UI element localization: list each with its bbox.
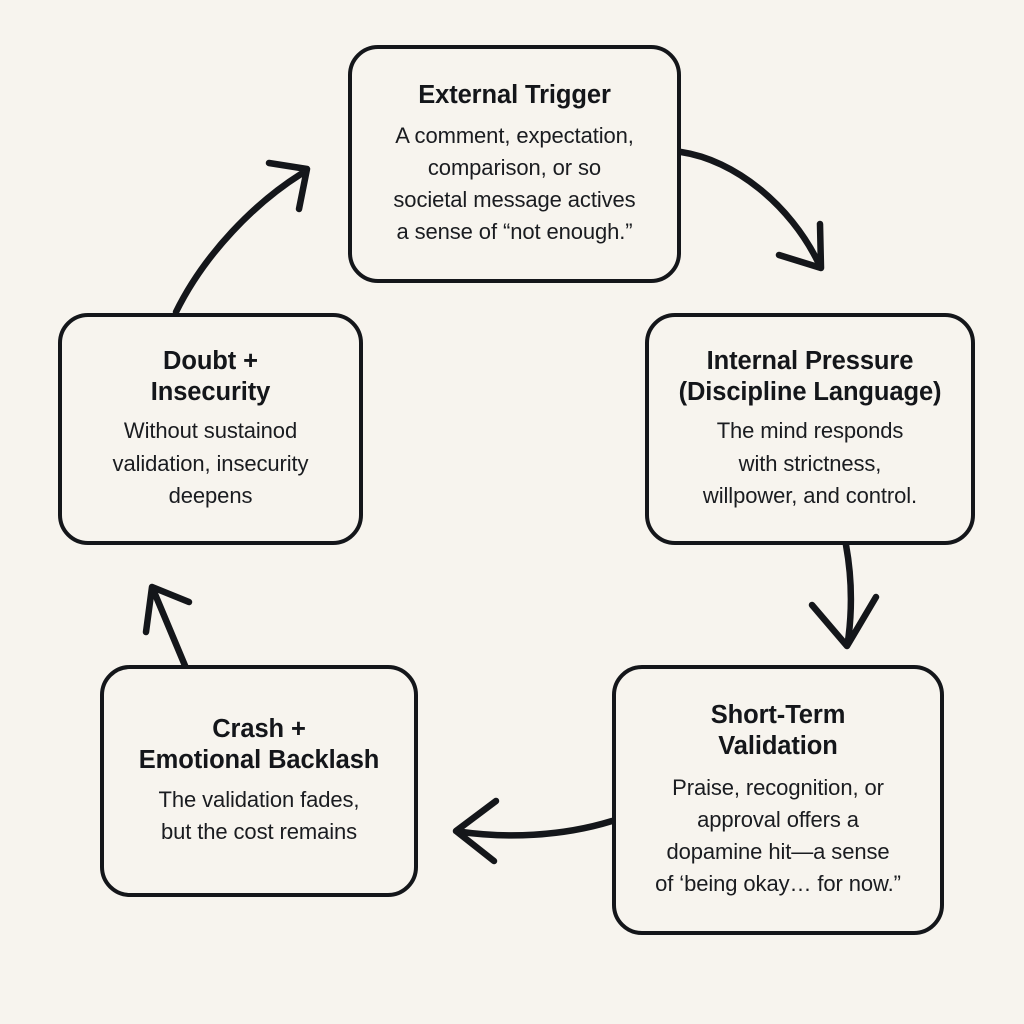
node-external-trigger[interactable]: External Trigger A comment, expectation,… [348, 45, 681, 283]
arrow-doubt-to-trigger [172, 159, 311, 316]
arrow-trigger-to-pressure [677, 148, 825, 272]
node-description: Without sustainod validation, insecurity… [112, 418, 309, 508]
node-title: Short-Term Validation [710, 700, 846, 760]
node-title: Internal Pressure (Discipline Language) [678, 347, 942, 407]
node-title: Crash + Emotional Backlash [138, 715, 380, 775]
node-title: Doubt + Insecurity [150, 347, 271, 407]
node-title: External Trigger [418, 80, 611, 109]
node-short-term-validation[interactable]: Short-Term Validation Praise, recognitio… [612, 665, 944, 935]
node-internal-pressure[interactable]: Internal Pressure (Discipline Language) … [645, 313, 975, 545]
node-description: Praise, recognition, or approval offers … [655, 774, 901, 897]
node-doubt-insecurity[interactable]: Doubt + Insecurity Without sustainod val… [58, 313, 363, 545]
node-description: The validation fades, but the cost remai… [158, 786, 360, 844]
node-crash-backlash[interactable]: Crash + Emotional Backlash The validatio… [100, 665, 418, 897]
arrow-pressure-to-validation [808, 541, 880, 650]
node-description: The mind responds with strictness, willp… [702, 418, 918, 508]
node-description: A comment, expectation, comparison, or s… [393, 122, 636, 245]
arrow-crash-to-doubt [142, 583, 193, 672]
arrow-validation-to-crash [452, 797, 616, 865]
